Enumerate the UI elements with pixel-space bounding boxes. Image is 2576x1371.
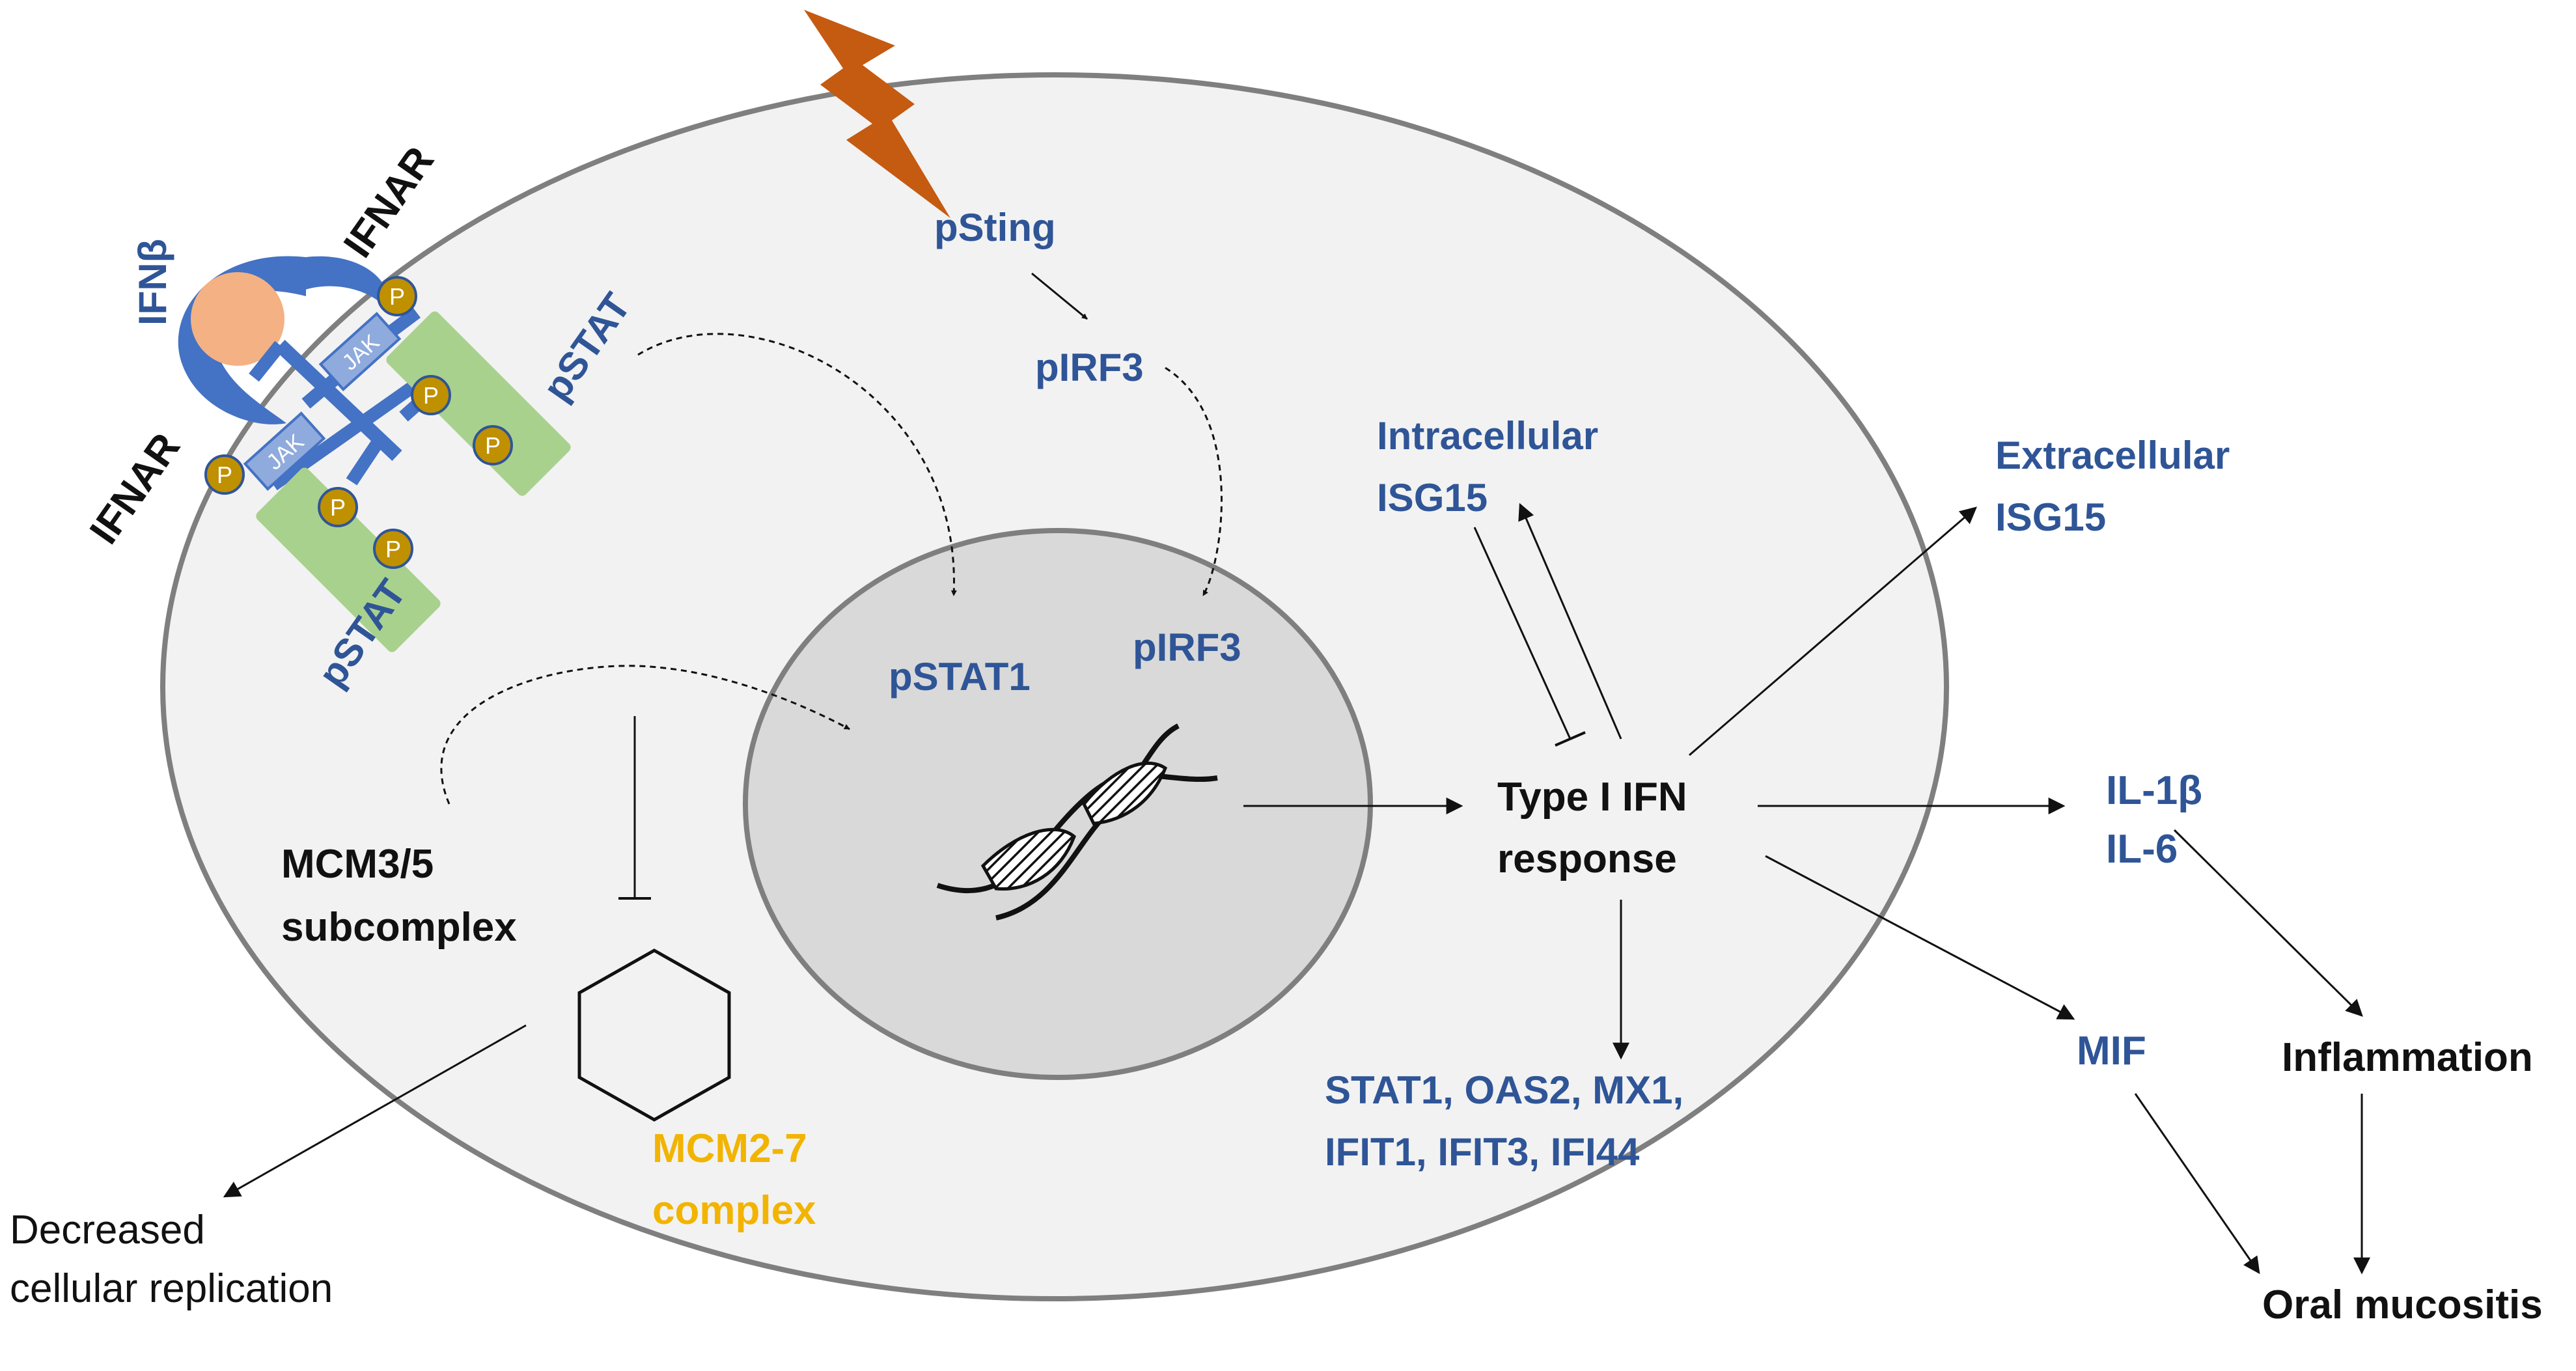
il1b-label: IL-1β — [2106, 768, 2202, 813]
arrow-ifn-to-intracellular-isg15 — [1518, 503, 1622, 740]
stat-upper — [386, 311, 571, 496]
mcm35-label: MCM3/5 subcomplex — [281, 842, 517, 950]
phospho-icon — [373, 529, 413, 569]
arrow-ifn-to-extracellular-isg15 — [1689, 506, 1977, 756]
arrow-pstat-to-pstat1 — [637, 333, 957, 596]
svg-text:P: P — [385, 536, 401, 562]
type1-ifn-label: Type I IFN response — [1497, 775, 1698, 881]
phospho-icon — [411, 375, 451, 415]
jak-kinase-upper — [318, 312, 402, 391]
arrow-mcm-to-decreased — [223, 1024, 527, 1198]
jak-kinase-lower — [243, 411, 326, 491]
isg-list-label: STAT1, OAS2, MX1, IFIT1, IFIT3, IFI44 — [1325, 1068, 1695, 1174]
oral-mucositis-label: Oral mucositis — [2262, 1282, 2543, 1327]
svg-text:P: P — [485, 432, 501, 459]
svg-text:P: P — [330, 494, 346, 521]
ifnar-receptor-complex: JAK JAK — [178, 256, 571, 652]
intracellular-isg15-label: Intracellular ISG15 — [1377, 414, 1609, 519]
ifnar-label-left: IFNAR — [81, 425, 189, 552]
lightning-bolt-icon — [804, 10, 950, 218]
svg-text:P: P — [217, 462, 232, 488]
phospho-icon — [204, 454, 245, 495]
arrow-il-to-inflammation — [2173, 829, 2363, 1017]
mcm27-label: MCM2-7 complex — [652, 1126, 818, 1233]
extracellular-isg15-label: Extracellular ISG15 — [1995, 434, 2241, 539]
mif-label: MIF — [2077, 1029, 2146, 1073]
pirf3-nucleus-label: pIRF3 — [1133, 626, 1241, 669]
phosphate-groups: P P P P P P — [204, 276, 513, 569]
nucleus — [743, 528, 1373, 1080]
svg-text:P: P — [423, 382, 439, 409]
hexagon-icon — [577, 949, 731, 1122]
psting-label: pSting — [934, 206, 1056, 249]
inflammation-label: Inflammation — [2282, 1035, 2533, 1080]
decreased-replication-label: Decreased cellular replication — [10, 1208, 333, 1311]
ifnb-ligand — [191, 272, 284, 366]
ifnb-label: IFNβ — [131, 239, 174, 325]
inhibit-isg15-to-ifn — [1473, 527, 1572, 740]
phospho-icon — [473, 425, 513, 465]
arrow-pirf3-to-nucleus — [1165, 367, 1223, 596]
il6-label: IL-6 — [2106, 827, 2178, 872]
phospho-icon — [318, 487, 358, 527]
stat-lower — [256, 467, 441, 652]
arrow-mcm35-to-nucleus — [440, 665, 850, 805]
arrow-ifn-to-mif — [1765, 855, 2075, 1020]
arrow-psting-to-pirf3 — [1031, 272, 1088, 320]
pirf3-cytoplasm-label: pIRF3 — [1035, 346, 1144, 389]
ifnar-label-top: IFNAR — [335, 139, 443, 266]
dna-double-helix-icon — [936, 723, 1218, 921]
svg-text:P: P — [389, 283, 405, 310]
arrow-mif-to-mucositis — [2134, 1093, 2260, 1275]
pstat1-label: pSTAT1 — [889, 655, 1031, 699]
phospho-icon — [377, 276, 417, 316]
